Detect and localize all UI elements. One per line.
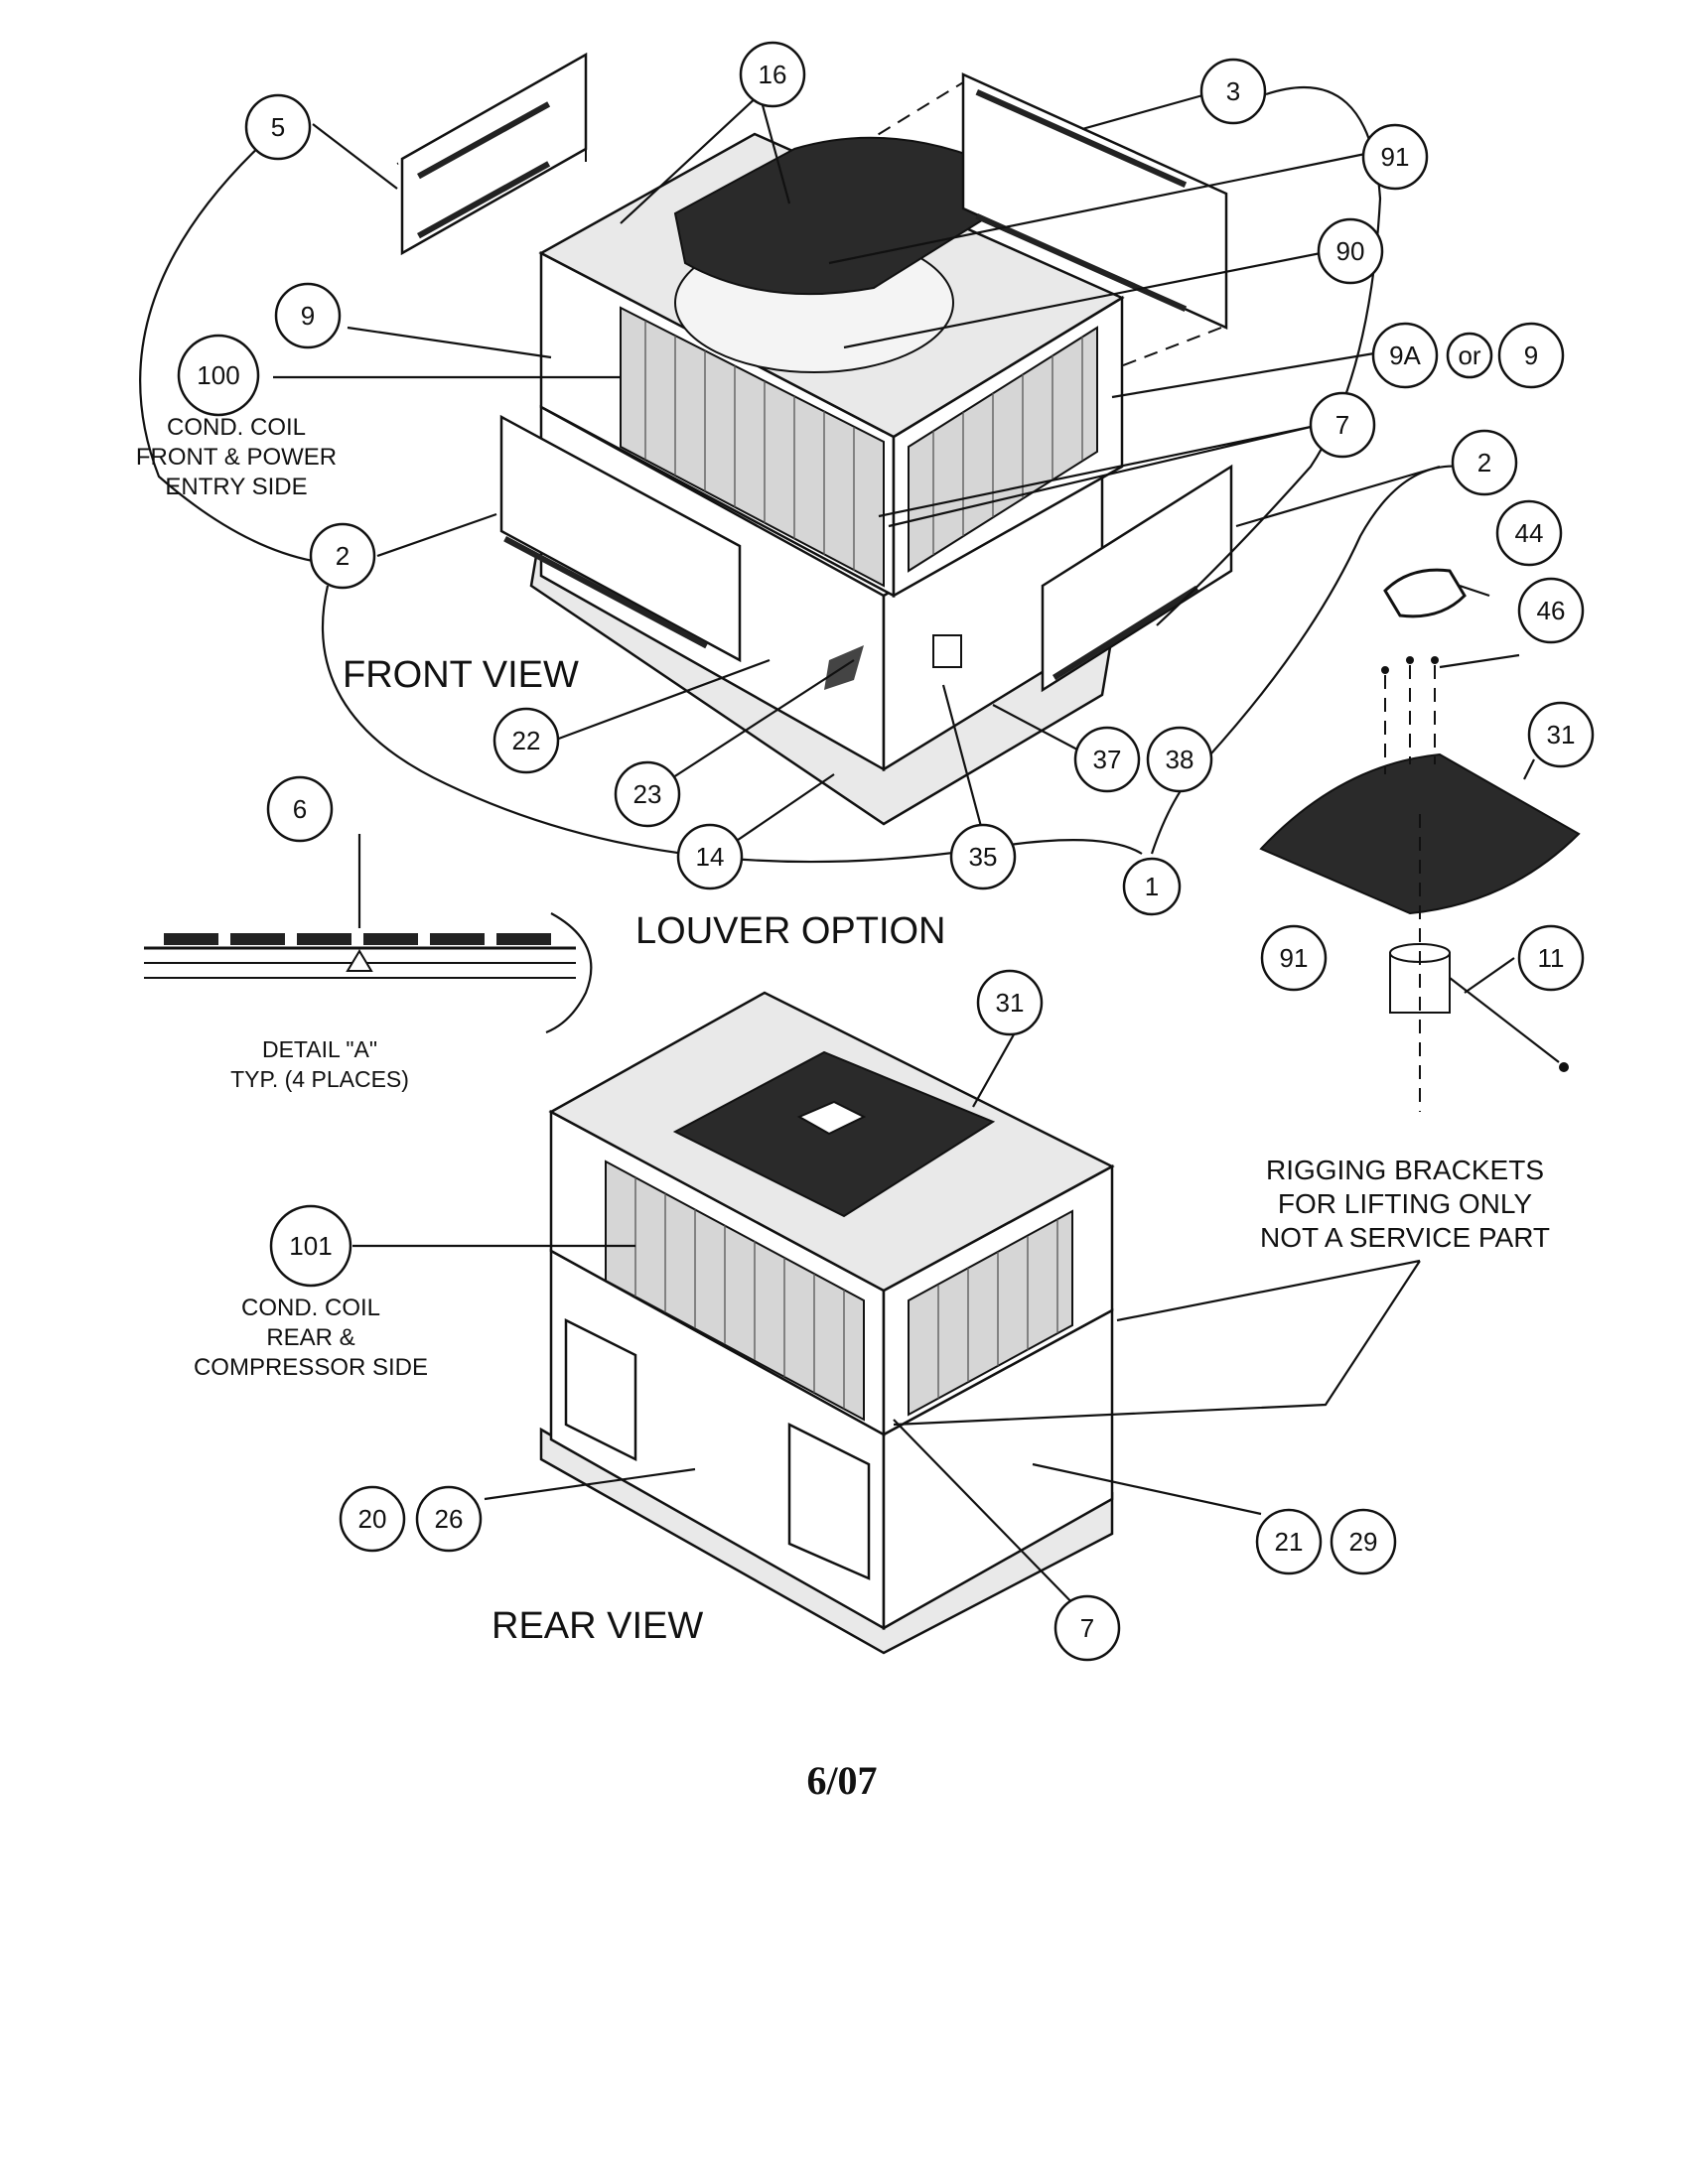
callout-11: 11 xyxy=(1517,924,1585,992)
rigging-line-1: RIGGING BRACKETS xyxy=(1266,1155,1544,1185)
callout-9-left: 9 xyxy=(274,282,342,349)
callout-35: 35 xyxy=(949,823,1017,890)
cond-coil-front-line-2: FRONT & POWER xyxy=(136,444,337,471)
callout-31-rear: 31 xyxy=(976,969,1044,1036)
svg-text:or: or xyxy=(1458,341,1480,370)
callout-7-front: 7 xyxy=(1309,391,1376,459)
callout-90: 90 xyxy=(1317,217,1384,285)
side-panel-2-left xyxy=(499,414,742,663)
cond-coil-rear-line-2: REAR & xyxy=(266,1324,354,1351)
callout-6: 6 xyxy=(266,775,334,843)
callout-9-right: 9 xyxy=(1497,322,1565,389)
svg-text:35: 35 xyxy=(969,842,998,872)
svg-text:7: 7 xyxy=(1080,1613,1094,1643)
callout-46: 46 xyxy=(1517,577,1585,644)
svg-text:20: 20 xyxy=(358,1504,387,1534)
svg-text:101: 101 xyxy=(289,1231,332,1261)
leader-lines xyxy=(139,85,1535,1614)
callout-2-right: 2 xyxy=(1451,429,1518,496)
svg-text:29: 29 xyxy=(1349,1527,1378,1557)
grille-part-31 xyxy=(1259,752,1581,915)
svg-text:7: 7 xyxy=(1335,410,1349,440)
callout-23: 23 xyxy=(614,760,681,828)
callout-1: 1 xyxy=(1122,857,1182,916)
svg-text:9: 9 xyxy=(301,301,315,331)
svg-text:1: 1 xyxy=(1145,872,1159,901)
revision-date: 6/07 xyxy=(806,1758,878,1803)
callout-26: 26 xyxy=(415,1485,483,1553)
callout-91-bottom: 91 xyxy=(1260,924,1328,992)
callout-5: 5 xyxy=(244,93,312,161)
callout-14: 14 xyxy=(676,823,744,890)
svg-text:11: 11 xyxy=(1538,943,1565,973)
motor-part-91 xyxy=(1389,814,1569,1112)
svg-text:37: 37 xyxy=(1093,745,1122,774)
svg-text:100: 100 xyxy=(197,360,239,390)
svg-text:9: 9 xyxy=(1524,341,1538,370)
svg-text:31: 31 xyxy=(996,988,1025,1018)
callout-91-top: 91 xyxy=(1361,123,1429,191)
callout-100: 100 xyxy=(177,334,260,417)
callout-or: or xyxy=(1446,332,1493,379)
rear-view-unit xyxy=(539,991,1115,1655)
callout-31-top: 31 xyxy=(1527,701,1595,768)
callout-38: 38 xyxy=(1146,726,1213,793)
side-panel-3 xyxy=(961,72,1228,330)
svg-text:91: 91 xyxy=(1280,943,1309,973)
front-coil-fins xyxy=(644,321,1083,571)
rear-view-label: REAR VIEW xyxy=(491,1605,703,1647)
svg-text:46: 46 xyxy=(1537,596,1566,625)
detail-a-label: DETAIL "A" xyxy=(262,1036,377,1062)
svg-text:38: 38 xyxy=(1166,745,1194,774)
cond-coil-rear-line-1: COND. COIL xyxy=(241,1295,380,1321)
callout-3: 3 xyxy=(1199,58,1267,125)
cond-coil-rear-line-3: COMPRESSOR SIDE xyxy=(194,1354,428,1381)
svg-text:14: 14 xyxy=(696,842,725,872)
callout-9A: 9A xyxy=(1371,322,1439,389)
rigging-line-3: NOT A SERVICE PART xyxy=(1260,1222,1550,1253)
callout-2-left: 2 xyxy=(309,522,376,590)
callout-7-rear: 7 xyxy=(1053,1594,1121,1662)
callout-101: 101 xyxy=(269,1204,352,1288)
fan-grille-rear xyxy=(672,1050,996,1218)
side-panel-5 xyxy=(400,52,588,256)
svg-text:21: 21 xyxy=(1275,1527,1304,1557)
svg-text:16: 16 xyxy=(759,60,787,89)
cover-part-44 xyxy=(1383,568,1467,618)
side-panel-2-right xyxy=(1041,464,1233,693)
svg-text:31: 31 xyxy=(1547,720,1576,750)
rear-coil-fins xyxy=(634,1177,1058,1409)
svg-text:22: 22 xyxy=(512,726,541,755)
svg-text:2: 2 xyxy=(1477,448,1491,478)
callout-29: 29 xyxy=(1330,1508,1397,1575)
louver-option-label: LOUVER OPTION xyxy=(635,910,946,952)
callout-20: 20 xyxy=(339,1485,406,1553)
svg-text:23: 23 xyxy=(633,779,662,809)
detail-a-louver xyxy=(144,912,593,1034)
screws-part-46 xyxy=(1381,656,1439,774)
cond-coil-front-line-3: ENTRY SIDE xyxy=(165,474,307,500)
callout-22: 22 xyxy=(492,707,560,774)
callout-21: 21 xyxy=(1255,1508,1323,1575)
svg-text:6: 6 xyxy=(293,794,307,824)
cond-coil-front-line-1: COND. COIL xyxy=(167,414,306,441)
rigging-line-2: FOR LIFTING ONLY xyxy=(1278,1188,1532,1219)
svg-text:90: 90 xyxy=(1336,236,1365,266)
svg-text:44: 44 xyxy=(1515,518,1544,548)
svg-text:9A: 9A xyxy=(1389,341,1421,370)
callout-44: 44 xyxy=(1495,499,1563,567)
callout-37: 37 xyxy=(1073,726,1141,793)
callout-16: 16 xyxy=(739,41,806,108)
svg-text:3: 3 xyxy=(1226,76,1240,106)
svg-text:2: 2 xyxy=(336,541,350,571)
svg-text:91: 91 xyxy=(1381,142,1410,172)
svg-text:5: 5 xyxy=(271,112,285,142)
detail-a-typ-label: TYP. (4 PLACES) xyxy=(230,1066,409,1092)
svg-text:26: 26 xyxy=(435,1504,464,1534)
front-view-label: FRONT VIEW xyxy=(343,654,579,696)
